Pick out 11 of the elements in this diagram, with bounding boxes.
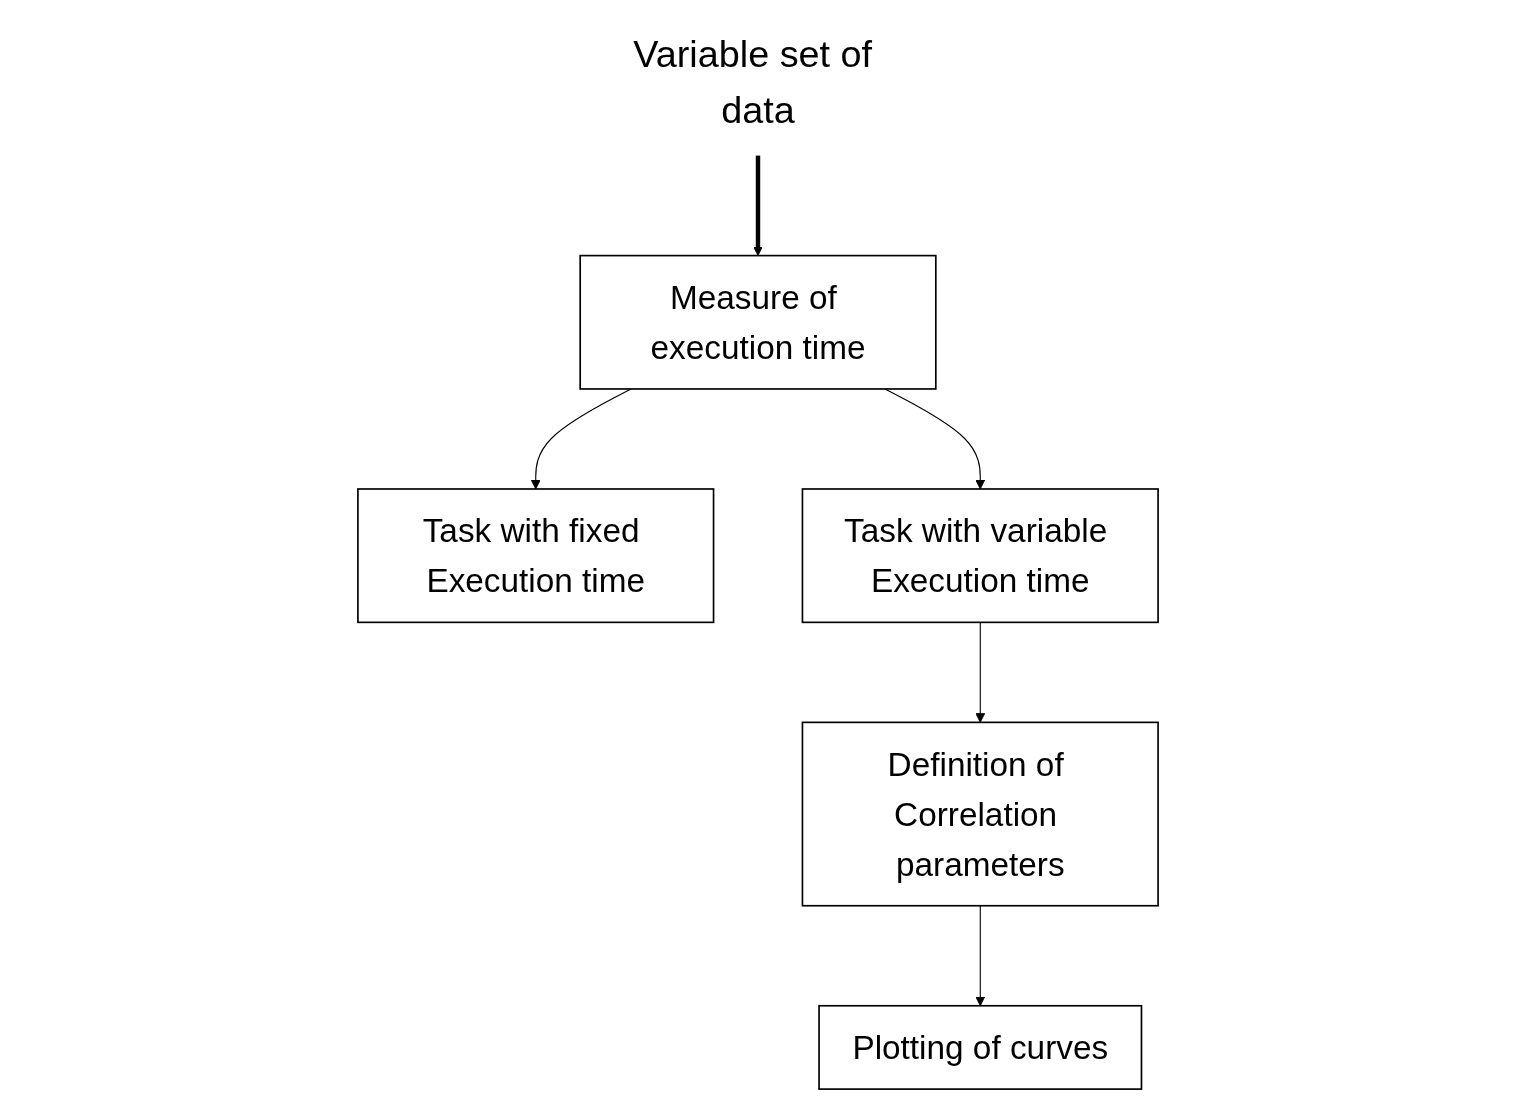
node-box: Task with fixed Execution time (357, 488, 715, 624)
node-box: Definition of Correlation parameters (801, 721, 1159, 907)
node-text: Variable set of data (633, 32, 873, 132)
arrow (975, 905, 986, 1007)
arrow (884, 388, 986, 490)
arrow (753, 155, 763, 257)
node-box: Plotting of curves (818, 1004, 1143, 1090)
arrow (530, 388, 632, 490)
node-box: Task with variable Execution time (801, 488, 1159, 624)
arrow (975, 621, 986, 723)
node-box: Measure of execution time (579, 254, 937, 390)
